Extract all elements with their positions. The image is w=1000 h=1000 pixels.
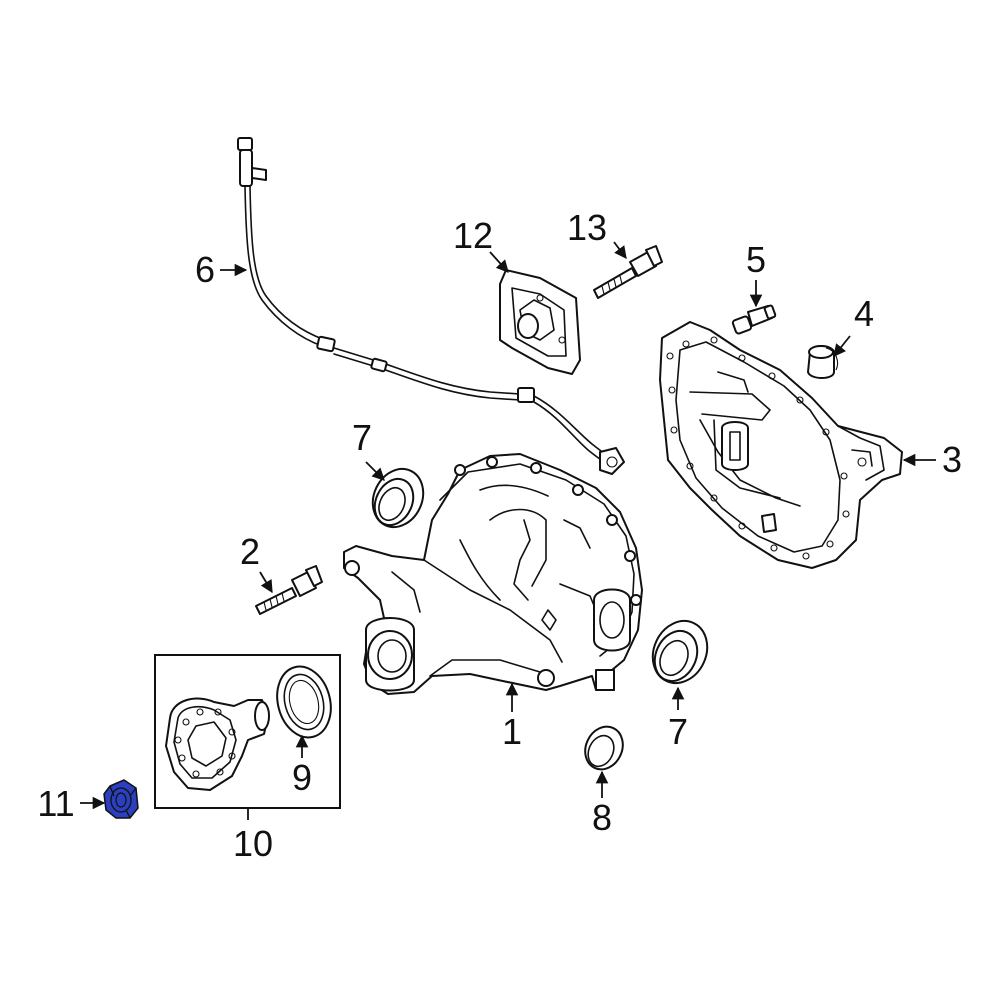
callout-3: 3 [942,439,962,480]
callout-12: 12 [453,215,493,256]
part-2-bolt[interactable] [255,565,323,615]
part-9-seal-ring[interactable] [270,660,339,743]
part-3-rear-cover[interactable] [659,321,903,569]
part-12-mount-bracket[interactable] [499,269,581,375]
callout-4: 4 [854,293,874,334]
part-11-nut[interactable] [103,779,139,819]
part-4-bushing[interactable] [807,345,839,379]
part-1-differential-housing[interactable] [343,453,643,695]
callout-7-upper: 7 [352,417,372,458]
callout-7-lower: 7 [668,711,688,752]
callout-6: 6 [195,249,215,290]
callout-1: 1 [502,711,522,752]
part-10-flange[interactable] [165,697,270,791]
part-5-vent[interactable] [731,304,777,335]
callout-13: 13 [567,207,607,248]
part-13-bolt[interactable] [593,245,663,299]
part-8-seal[interactable] [578,720,629,775]
leader-lines [80,241,936,820]
callout-5: 5 [746,239,766,280]
callout-labels: 1 2 3 4 5 6 7 7 8 9 10 11 12 13 [37,207,962,864]
part-7-seal-right[interactable] [643,612,717,692]
callout-11: 11 [37,783,74,824]
part-7-seal-left[interactable] [364,461,433,536]
callout-10: 10 [233,823,273,864]
part-6-sensor-harness[interactable] [237,137,625,475]
callout-2: 2 [240,531,260,572]
callout-8: 8 [592,797,612,838]
callout-9: 9 [292,757,312,798]
